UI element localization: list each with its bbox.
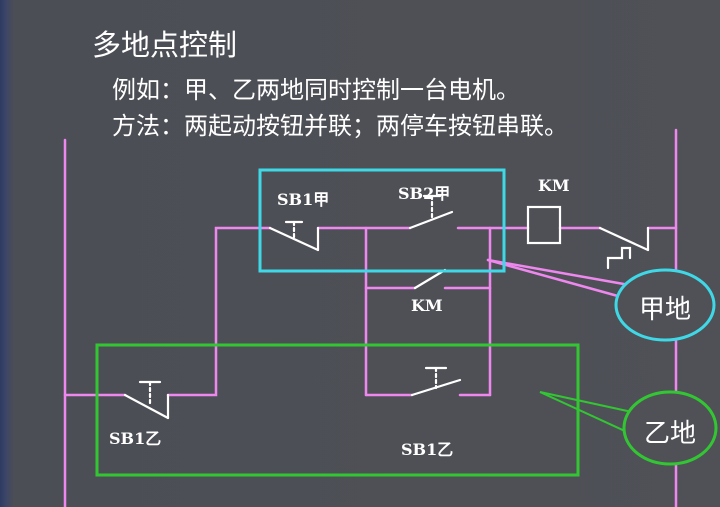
label-sb1-yi-left: SB1乙 [109, 429, 162, 448]
sb1-yi-stop-button-symbol [123, 380, 170, 420]
label-sb1-jia: SB1甲 [277, 190, 330, 209]
overload-contact-symbol [598, 226, 650, 270]
yi-location-box [95, 343, 580, 477]
label-km-coil: KM [538, 176, 570, 195]
label-sb1-yi-bottom: SB1乙 [401, 440, 454, 459]
method-text: 方法：两起动按钮并联；两停车按钮串联。 [112, 112, 568, 140]
label-km-contact: KM [411, 296, 443, 315]
callout-line-yi-1 [539, 391, 633, 413]
label-sb2-jia: SB2甲 [398, 184, 451, 203]
rung-bottom-mid [166, 226, 272, 397]
km-coil-symbol [526, 205, 562, 245]
example-text: 例如：甲、乙两地同时控制一台电机。 [112, 76, 520, 104]
jia-location-box [258, 168, 506, 273]
slide-title: 多地点控制 [92, 28, 238, 62]
sb1-jia-stop-button-symbol [268, 220, 320, 252]
km-aux-contact-symbol [413, 268, 447, 290]
sb2-jia-start-button-symbol [408, 194, 454, 230]
callout-line-jia-2 [486, 258, 637, 288]
jia-di-bubble [614, 268, 716, 342]
callout-jia-di: 甲地 [639, 295, 692, 325]
yi-di-bubble [622, 390, 718, 466]
callout-line-jia-1 [486, 258, 627, 300]
sb1-yi-start-button-symbol [410, 366, 462, 397]
callout-yi-di: 乙地 [644, 419, 697, 449]
